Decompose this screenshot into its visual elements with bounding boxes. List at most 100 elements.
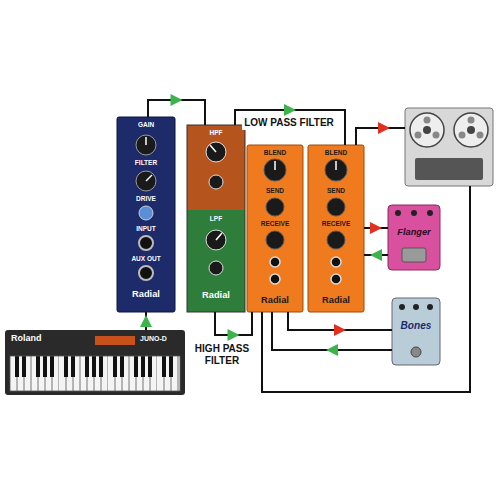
knob <box>136 171 156 191</box>
filter-module-top <box>187 125 245 210</box>
arrow-marker <box>140 315 152 327</box>
preamp-module <box>117 117 175 312</box>
module-label: SEND <box>327 187 345 194</box>
filter-module: HPF LPF Radial <box>187 125 245 312</box>
module-label: Radial <box>322 295 350 305</box>
arrow-marker <box>370 222 382 234</box>
arrow-marker <box>171 94 183 106</box>
signal-cable <box>272 312 392 350</box>
tape-head-block <box>415 158 483 180</box>
module-label: Radial <box>261 295 289 305</box>
extc-module <box>308 145 364 312</box>
tape-reel <box>454 113 488 147</box>
jack <box>139 266 153 280</box>
knob <box>266 198 284 216</box>
module-label: Radial <box>132 289 160 299</box>
knob <box>209 175 223 189</box>
bones-pedal <box>392 298 440 365</box>
module-label: GAIN <box>138 121 154 128</box>
jack <box>270 257 280 267</box>
knob-mark <box>210 145 216 152</box>
module-label: INPUT <box>136 225 156 232</box>
arrow-marker <box>334 324 346 336</box>
module-label: DRIVE <box>136 195 156 202</box>
footswitch <box>411 347 421 357</box>
edge-label: HIGH PASS FILTER <box>189 342 255 367</box>
knob-mark <box>146 175 152 181</box>
module-label: Roland <box>11 334 42 344</box>
signal-cable <box>215 312 252 335</box>
module-label: Bones <box>401 320 432 331</box>
cable-to-tape <box>262 186 470 392</box>
module-label: RECEIVE <box>322 220 351 227</box>
footswitch <box>402 248 426 262</box>
knob <box>327 198 345 216</box>
module-label: HPF <box>210 129 223 136</box>
module-label: Radial <box>202 290 230 300</box>
flanger-pedal <box>388 205 440 270</box>
reel-hub <box>423 126 431 134</box>
reel-hole <box>459 132 466 139</box>
reel-hole <box>433 132 440 139</box>
knob <box>209 261 223 275</box>
knob <box>427 210 433 216</box>
arrow-marker <box>284 104 296 116</box>
extc-module: BLEND SEND RECEIVE Radial <box>247 145 303 312</box>
knob-mark <box>335 161 337 170</box>
knob <box>136 135 156 155</box>
arrow-marker <box>326 344 338 356</box>
knob <box>266 231 284 249</box>
bones-pedal: Bones <box>392 298 440 365</box>
module-label: BLEND <box>325 149 347 156</box>
arrow-marker <box>370 249 382 261</box>
module-label: LPF <box>210 215 222 222</box>
extc-module <box>247 145 303 312</box>
module-label: Flanger <box>397 227 430 237</box>
extc-module: BLEND SEND RECEIVE Radial <box>308 145 364 312</box>
signal-cable <box>235 110 345 145</box>
knob <box>206 142 226 162</box>
jack <box>331 274 341 284</box>
arrow-marker <box>378 122 390 134</box>
knob <box>327 231 345 249</box>
module-label: BLEND <box>264 149 286 156</box>
jack <box>270 274 280 284</box>
reel-hole <box>477 132 484 139</box>
module-label: JUNO-D <box>140 335 167 343</box>
filter-module-bottom <box>187 210 245 312</box>
knob <box>325 159 347 181</box>
reel-hub <box>467 126 475 134</box>
keyboard: Roland JUNO-D <box>5 330 185 395</box>
reel-hole <box>468 117 475 124</box>
knob-mark <box>145 137 147 145</box>
flanger-pedal: Flanger <box>388 205 440 270</box>
tape-machine <box>405 108 493 186</box>
tape-reel <box>410 113 444 147</box>
module-label: SEND <box>266 187 284 194</box>
knob <box>139 206 153 220</box>
knob <box>427 304 433 310</box>
arrow-marker <box>228 329 240 341</box>
knob <box>413 304 419 310</box>
knob-mark <box>274 161 276 170</box>
knob <box>264 159 286 181</box>
knob <box>395 210 401 216</box>
jack <box>139 236 153 250</box>
knob <box>399 304 405 310</box>
reel-hole <box>415 132 422 139</box>
module-label: FILTER <box>135 159 157 166</box>
knob <box>411 210 417 216</box>
knob <box>206 230 226 250</box>
knob-mark <box>216 233 222 240</box>
module-label: AUX OUT <box>131 255 160 262</box>
signal-cable <box>148 100 205 125</box>
reel-hole <box>424 117 431 124</box>
keyboard-keys <box>10 356 180 391</box>
module-label: RECEIVE <box>261 220 290 227</box>
keyboard-display <box>95 336 135 345</box>
edge-label: LOW PASS FILTER <box>242 116 336 130</box>
jack <box>331 257 341 267</box>
